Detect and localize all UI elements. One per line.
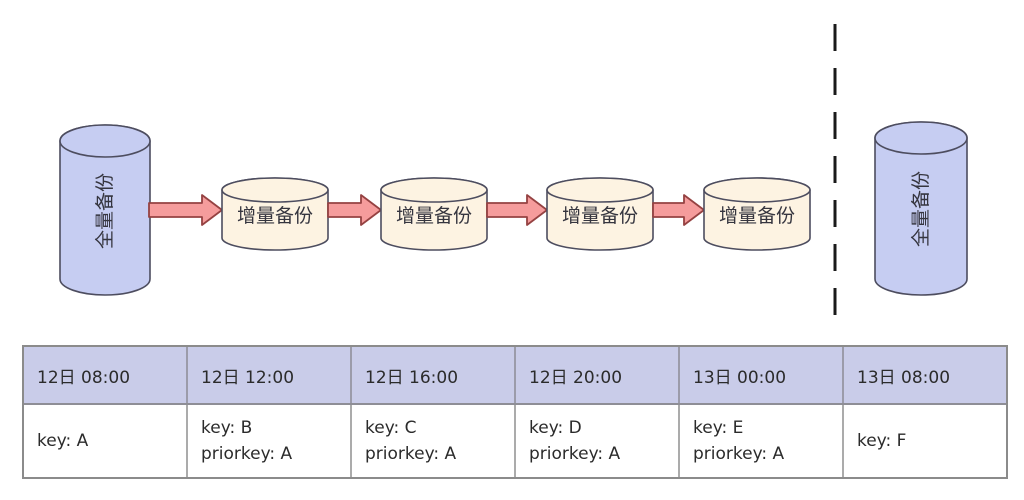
full-backup-cylinder-right: 全量备份 xyxy=(874,121,968,296)
table-header-cell: 12日 16:00 xyxy=(352,347,516,403)
table-header-cell: 12日 08:00 xyxy=(24,347,188,403)
header-time-label: 12日 20:00 xyxy=(529,367,623,388)
key-value: key: F xyxy=(857,431,907,451)
key-value: key: B xyxy=(201,418,253,438)
table-key-cell: key: F xyxy=(844,405,1006,477)
priorkey-value: priorkey: A xyxy=(365,444,457,464)
cylinder-top xyxy=(380,177,488,203)
key-value: key: C xyxy=(365,418,417,438)
full-backup-cylinder-left: 全量备份 xyxy=(59,124,151,296)
header-time-label: 12日 12:00 xyxy=(201,367,295,388)
incremental-label-1: 增量备份 xyxy=(237,205,313,227)
cylinder-top xyxy=(703,177,811,203)
priorkey-value: priorkey: A xyxy=(529,444,621,464)
table-header-cell: 13日 08:00 xyxy=(844,347,1006,403)
full-backup-label-right: 全量备份 xyxy=(910,171,932,247)
table-body-row: key: A key: B priorkey: A key: C priorke… xyxy=(24,405,1006,477)
flow-arrow-4 xyxy=(652,194,705,226)
table-header-cell: 12日 12:00 xyxy=(188,347,352,403)
diagram-canvas: 全量备份 增量备份 增量备份 增量备份 xyxy=(59,24,968,331)
cylinder-top xyxy=(221,177,329,203)
header-time-label: 12日 08:00 xyxy=(37,367,131,388)
table-key-cell: key: B priorkey: A xyxy=(188,405,352,477)
table-header-row: 12日 08:00 12日 12:00 12日 16:00 12日 20:00 … xyxy=(24,347,1006,405)
flow-arrow-2 xyxy=(327,194,382,226)
incremental-cylinder-2: 增量备份 xyxy=(380,177,488,251)
full-backup-label-left: 全量备份 xyxy=(94,173,116,249)
incremental-label-2: 增量备份 xyxy=(396,205,472,227)
table-header-cell: 12日 20:00 xyxy=(516,347,680,403)
table-key-cell: key: D priorkey: A xyxy=(516,405,680,477)
header-time-label: 13日 00:00 xyxy=(693,367,787,388)
cylinder-top xyxy=(59,124,151,158)
flow-arrow-3 xyxy=(486,194,548,226)
key-value: key: A xyxy=(37,431,89,451)
table-key-cell: key: C priorkey: A xyxy=(352,405,516,477)
table-header-cell: 13日 00:00 xyxy=(680,347,844,403)
priorkey-value: priorkey: A xyxy=(693,444,785,464)
incremental-label-3: 增量备份 xyxy=(562,205,638,227)
incremental-cylinder-3: 增量备份 xyxy=(546,177,654,251)
incremental-cylinder-4: 增量备份 xyxy=(703,177,811,251)
backup-schedule-table: 12日 08:00 12日 12:00 12日 16:00 12日 20:00 … xyxy=(22,345,1008,479)
header-time-label: 13日 08:00 xyxy=(857,367,951,388)
priorkey-value: priorkey: A xyxy=(201,444,293,464)
table-key-cell: key: E priorkey: A xyxy=(680,405,844,477)
incremental-cylinder-1: 增量备份 xyxy=(221,177,329,251)
table-key-cell: key: A xyxy=(24,405,188,477)
key-value: key: E xyxy=(693,418,744,438)
cylinder-top xyxy=(546,177,654,203)
flow-arrow-1 xyxy=(148,194,223,226)
cylinder-top xyxy=(874,121,968,155)
incremental-label-4: 增量备份 xyxy=(719,205,795,227)
header-time-label: 12日 16:00 xyxy=(365,367,459,388)
key-value: key: D xyxy=(529,418,582,438)
